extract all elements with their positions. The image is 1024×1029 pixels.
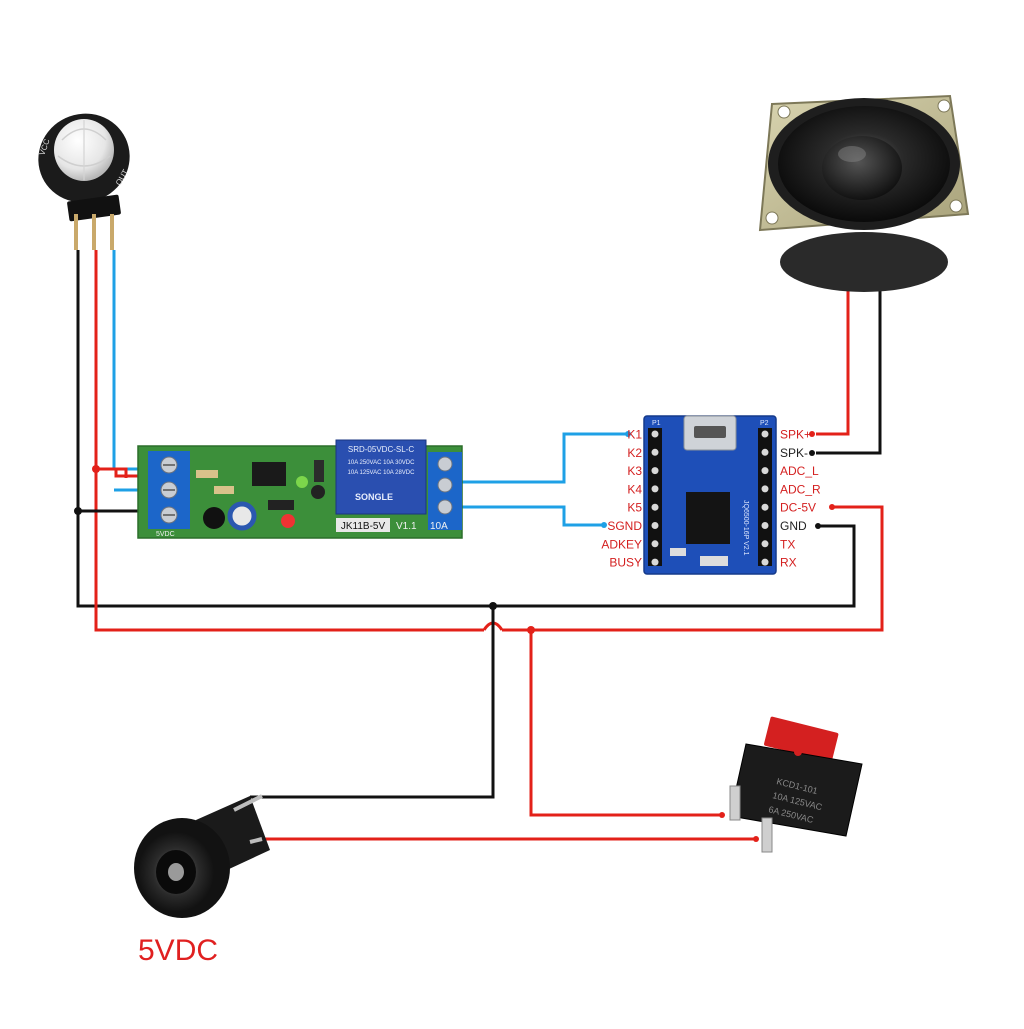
mp3-right-pin-label: ADC_R xyxy=(780,482,821,496)
mp3-left-header-pin xyxy=(651,485,659,493)
mp3-left-pin-label: ADKEY xyxy=(601,537,642,551)
junction-dots xyxy=(74,431,835,842)
relay-red-branch xyxy=(96,467,142,478)
mp3-left-pin-label: K1 xyxy=(627,428,642,442)
mp3-right-header-pin xyxy=(761,467,769,475)
sgnd-blue-wire xyxy=(446,505,604,527)
mp3-right-pin-label: SPK- xyxy=(780,446,808,460)
mp3-right-header-pin xyxy=(761,430,769,438)
rocker-switch-icon: KCD1-101 10A 125VAC 6A 250VAC xyxy=(729,716,863,853)
spk-minus-black-wire xyxy=(816,290,882,455)
power-label: 5VDC xyxy=(138,934,218,967)
mp3-right-header-pin xyxy=(761,503,769,511)
mp3-left-header-pin xyxy=(651,448,659,456)
mp3-right-pin-label: RX xyxy=(780,556,797,570)
pir-red-wire xyxy=(94,250,884,632)
mp3-right-pin-labels: SPK+ SPK- ADC_L ADC_R DC-5V GND TX RX xyxy=(780,428,821,570)
relay-module-icon: SRD-05VDC-SL-C 10A 250VAC 10A 30VDC 10A … xyxy=(137,439,463,539)
mp3-right-header-pin xyxy=(761,522,769,529)
switch-red-wire xyxy=(529,630,722,817)
relay-model-label: JK11B-5V xyxy=(341,521,386,532)
mp3-right-header-pin xyxy=(761,558,769,566)
dc-jack-icon xyxy=(134,794,270,918)
mp3-right-header-pin xyxy=(761,540,769,548)
mp3-left-pin-label: K4 xyxy=(627,482,642,496)
mp3-module-icon: JQ6500-16P V2.1 P1 P2 xyxy=(643,415,777,575)
mp3-left-pin-label: K3 xyxy=(627,464,642,478)
relay-cube xyxy=(335,439,427,515)
speaker-icon xyxy=(758,94,970,292)
jack-black-wire xyxy=(250,606,495,799)
relay-text-line2: 10A 250VAC 10A 30VDC xyxy=(348,460,416,466)
spk-plus-red-wire xyxy=(816,286,850,436)
mp3-left-pin-label: K5 xyxy=(627,501,642,515)
mp3-connector-p1: P1 xyxy=(652,420,661,427)
relay-brand: SONGLE xyxy=(355,492,393,502)
mp3-left-pin-label: BUSY xyxy=(609,556,642,570)
mp3-board-text: JQ6500-16P V2.1 xyxy=(742,500,749,556)
relay-supply-label: 5VDC xyxy=(156,531,175,538)
pir-blue-wire xyxy=(112,250,142,471)
mp3-left-header-pin xyxy=(651,467,659,475)
mp3-left-header-pin xyxy=(651,522,659,529)
k1-blue-wire xyxy=(446,432,628,484)
mp3-right-pin-label: TX xyxy=(780,537,795,551)
relay-text-line3: 10A 125VAC 10A 28VDC xyxy=(348,470,416,476)
mp3-right-pin-label: DC-5V xyxy=(780,501,816,515)
mp3-left-header-pin xyxy=(651,503,659,511)
mp3-right-pin-label: ADC_L xyxy=(780,464,819,478)
pir-sensor-icon: VCC OUT xyxy=(37,113,130,250)
relay-current-label: 10A xyxy=(430,521,448,532)
mp3-left-header-pin xyxy=(651,430,659,438)
relay-text-line1: SRD-05VDC-SL-C xyxy=(348,445,414,454)
mp3-connector-p2: P2 xyxy=(760,420,769,427)
mp3-left-pin-label: SGND xyxy=(607,519,642,533)
mp3-right-header-pin xyxy=(761,485,769,493)
mp3-right-pin-label: SPK+ xyxy=(780,428,811,442)
mp3-left-header-pin xyxy=(651,540,659,548)
relay-version-label: V1.1 xyxy=(396,521,417,532)
mp3-right-header-pin xyxy=(761,448,769,456)
mp3-header-pins xyxy=(651,430,769,566)
mp3-right-pin-label: GND xyxy=(780,519,807,533)
pir-black-wire xyxy=(76,250,856,608)
mp3-left-pin-label: K2 xyxy=(627,446,642,460)
wires xyxy=(76,250,884,841)
mp3-left-header-pin xyxy=(651,558,659,566)
